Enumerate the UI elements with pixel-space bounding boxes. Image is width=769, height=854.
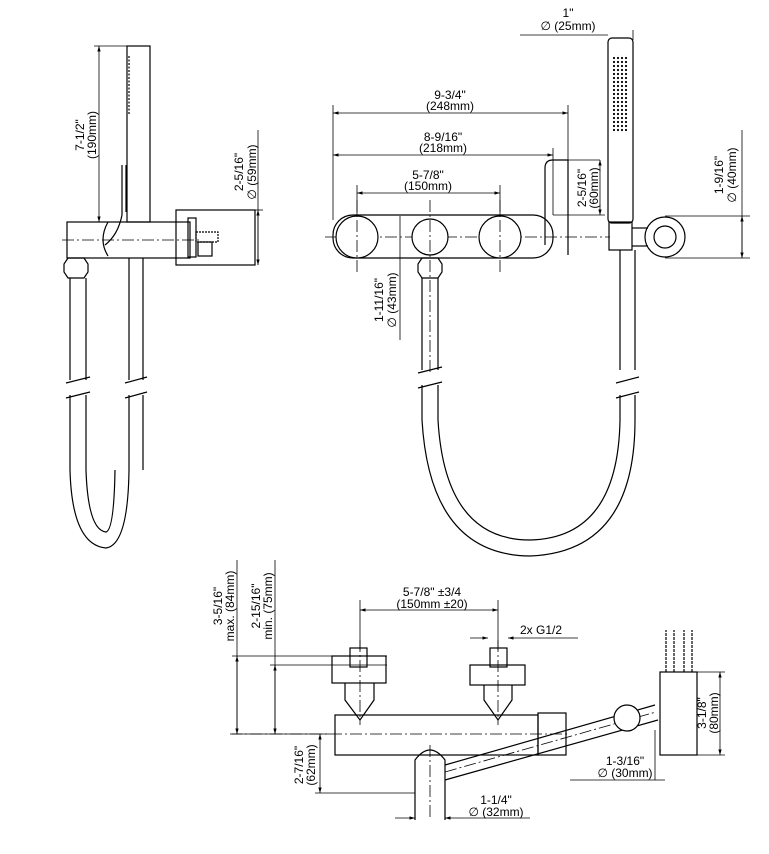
mixer-body-top xyxy=(334,714,539,756)
dim-flange: 2-5/16" xyxy=(232,153,246,191)
dim-handle: 1-11/16" xyxy=(372,278,386,322)
dim-handle-mm: ∅ (43mm) xyxy=(385,272,399,327)
spray-nozzles xyxy=(613,55,629,133)
dim-rail-dia-mm: ∅ (30mm) xyxy=(597,766,652,780)
inlet-right xyxy=(489,647,508,668)
dim-centers-mm: (150mm) xyxy=(404,179,452,193)
side-view: 7-1/2" (190mm) 2-5/16" ∅ (59mm) xyxy=(62,45,263,549)
inlet-left xyxy=(349,647,368,668)
dim-diverter-mm: (60mm) xyxy=(587,167,601,208)
eccentric-right xyxy=(469,664,526,686)
wall-flange xyxy=(175,209,256,266)
dim-overall-width: 9-3/4" xyxy=(434,88,466,102)
dim-body-width-mm: (218mm) xyxy=(419,141,467,155)
dim-centers: 5-7/8" xyxy=(412,168,444,182)
dim-body-width: 8-9/16" xyxy=(424,130,462,144)
dim-wall-mount: 3-1/8" xyxy=(695,697,709,729)
dim-wall-mount-mm: (80mm) xyxy=(707,692,721,733)
dim-inlet-thread: 2x G1/2 xyxy=(520,623,562,637)
dim-inlet-centers-mm: (150mm ±20) xyxy=(396,597,467,611)
hand-shower-front xyxy=(607,37,634,224)
front-view: 9-3/4" (248mm) 8-9/16" (218mm) 5-7/8" (1… xyxy=(325,6,750,557)
dim-spout-dia: 1-1/4" xyxy=(480,793,512,807)
dim-spout-drop-mm: (62mm) xyxy=(304,744,318,785)
dim-handshower-dia: 1" xyxy=(563,6,574,20)
dim-min-mm: min. (75mm) xyxy=(261,572,275,639)
wall-mount xyxy=(659,671,698,756)
eccentric-left xyxy=(331,655,387,684)
dim-handshower-length-mm: (190mm) xyxy=(85,111,99,159)
dim-handshower-dia-mm: ∅ (25mm) xyxy=(540,19,595,33)
dim-inlet-centers: 5-7/8" ±3/4 xyxy=(403,585,462,599)
top-view: 3-5/16" max. (84mm) 2-15/16" min. (75mm)… xyxy=(211,560,725,820)
dim-holder: 1-9/16" xyxy=(712,156,726,194)
dim-rail-dia: 1-3/16" xyxy=(606,754,644,768)
rail-holder xyxy=(613,704,641,732)
dim-holder-mm: ∅ (40mm) xyxy=(725,147,739,202)
dim-max-mm: max. (84mm) xyxy=(223,571,237,642)
dim-flange-mm: ∅ (59mm) xyxy=(245,144,259,199)
dim-overall-width-mm: (248mm) xyxy=(426,99,474,113)
hand-shower-body xyxy=(126,45,151,223)
dim-spout-drop: 2-7/16" xyxy=(292,746,306,784)
holder-ring xyxy=(644,216,686,258)
mixer-body xyxy=(332,214,554,259)
dim-handshower-length: 7-1/2" xyxy=(73,119,87,151)
dim-diverter: 2-5/16" xyxy=(575,169,589,207)
dim-max: 3-5/16" xyxy=(211,587,225,625)
dim-spout-dia-mm: ∅ (32mm) xyxy=(468,805,523,819)
dim-min: 2-15/16" xyxy=(249,584,263,629)
